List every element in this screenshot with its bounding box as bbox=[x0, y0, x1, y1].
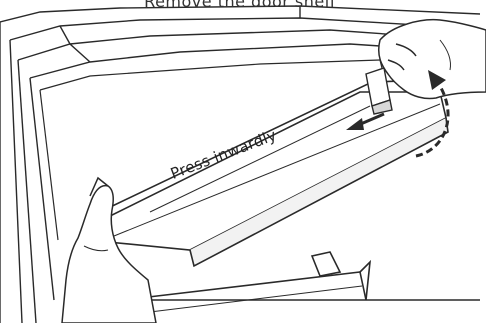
door-shelf-upper bbox=[98, 80, 448, 266]
door-shelf-lower bbox=[140, 252, 370, 312]
figure-title: Remove the door shelf bbox=[80, 0, 400, 11]
